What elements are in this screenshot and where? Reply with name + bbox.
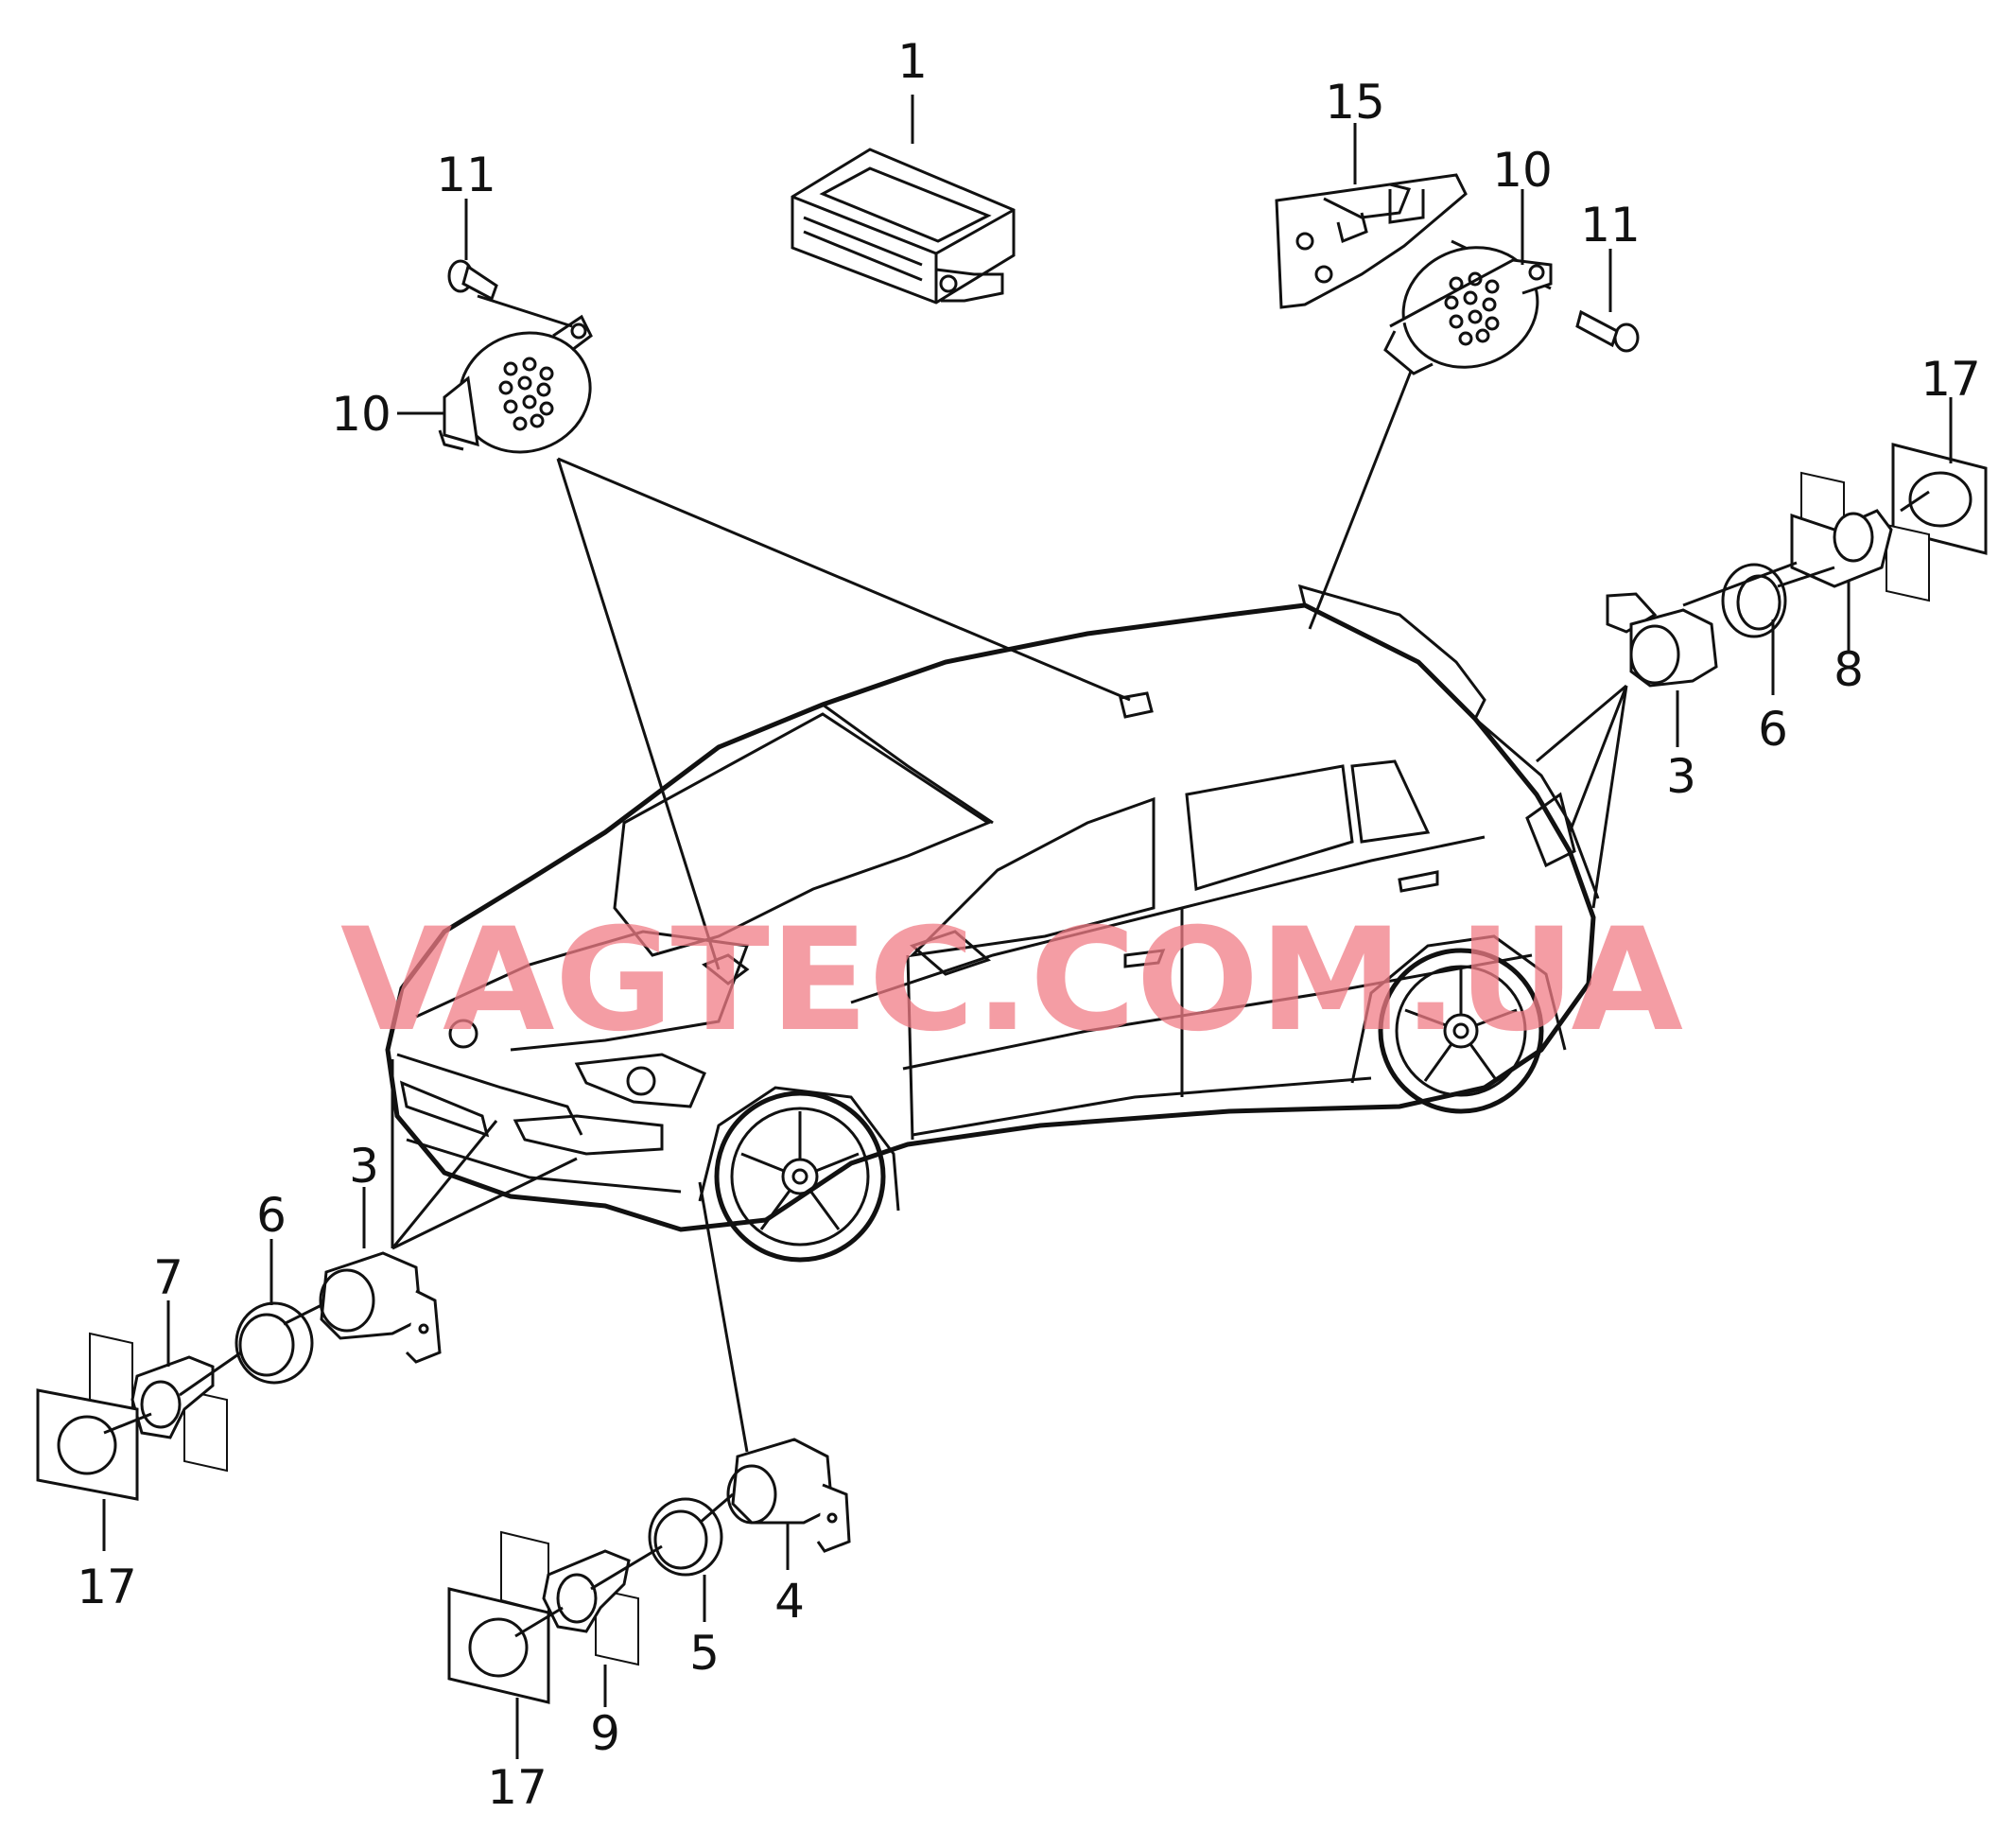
screw-right-part [1575, 309, 1640, 353]
callout-3-right: 3 [1666, 749, 1696, 804]
callout-1: 1 [897, 34, 928, 89]
ring-side-part [648, 1497, 723, 1577]
ring-front-part [235, 1301, 314, 1385]
callout-ticks [102, 95, 1953, 1759]
callout-11-left: 11 [436, 148, 496, 202]
trim-ring-top-right-part [1891, 443, 1988, 555]
callout-7: 7 [153, 1250, 183, 1305]
trim-ring-left-part [36, 1388, 139, 1501]
sensor-holder-rear-part [1790, 471, 1930, 602]
sensor-side-part [726, 1438, 851, 1553]
callout-5: 5 [689, 1626, 720, 1681]
callout-10-right: 10 [1492, 143, 1553, 198]
bracket-part [1275, 173, 1468, 309]
sensor-front-part [319, 1251, 442, 1364]
callout-15: 15 [1325, 75, 1385, 130]
trim-ring-bottom-part [447, 1587, 550, 1704]
callout-17-left: 17 [77, 1560, 137, 1614]
callout-17-top-right: 17 [1920, 352, 1981, 407]
control-module-part [791, 148, 1016, 305]
callout-17-bottom: 17 [487, 1760, 547, 1815]
callout-4: 4 [774, 1574, 805, 1629]
callout-3-front: 3 [349, 1139, 379, 1194]
callout-6-front: 6 [256, 1188, 287, 1243]
buzzer-left-part [438, 314, 593, 454]
ring-right-part [1721, 563, 1787, 638]
callout-10-left: 10 [331, 387, 391, 442]
callout-11-right: 11 [1580, 198, 1641, 253]
callout-9: 9 [590, 1706, 620, 1761]
sensor-rear-right-part [1606, 592, 1718, 688]
sensor-holder-side-part [500, 1530, 639, 1666]
screw-left-part [447, 259, 498, 302]
callout-6-right: 6 [1758, 702, 1788, 757]
callout-8: 8 [1834, 642, 1864, 697]
car-illustration [385, 584, 1600, 1263]
buzzer-right-part [1383, 246, 1553, 375]
assembly-lines [103, 490, 1930, 1638]
callout-labels: 1 15 10 11 11 10 17 8 6 3 3 6 7 17 4 5 9… [77, 34, 1981, 1815]
watermark: VAGTEC.COM.UA [340, 898, 1683, 1063]
